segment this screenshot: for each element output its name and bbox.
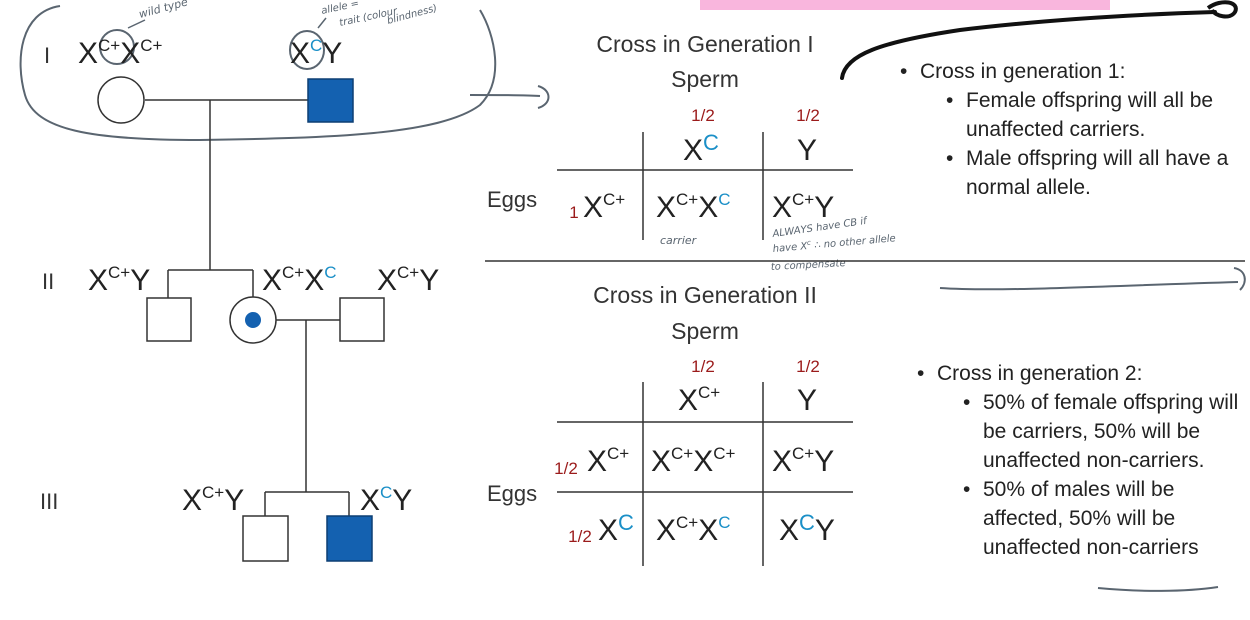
generation-label-2: II [42, 269, 54, 294]
cross1-grid [557, 132, 853, 240]
note-carrier: carrier [660, 234, 698, 247]
gen3-unaffected-male-symbol [242, 515, 289, 562]
circled-generation-one [19, 5, 497, 142]
cross1-sperm-frac-1: 1/2 [691, 106, 715, 125]
notes-gen1-heading: Cross in generation 1: Female offspring … [900, 57, 1230, 202]
gen1-affected-male-symbol [307, 78, 354, 123]
pen-stroke-hook [1206, 0, 1238, 19]
carrier-dot [245, 312, 261, 328]
generation-label-3: III [40, 489, 58, 514]
gen3-affected-male-symbol [326, 515, 373, 562]
cross2-title: Cross in Generation II [593, 282, 817, 308]
genotype-gen1-male: XCY [290, 36, 342, 70]
highlight-band [700, 0, 1110, 10]
notes-generation-2: Cross in generation 2: 50% of female off… [917, 359, 1247, 562]
cross2-cell-noncarrier-female: XC+XC+ [651, 444, 736, 478]
cross1-egg-frac: 1 [569, 203, 578, 222]
genotype-gen3-left-male: XC+Y [182, 483, 244, 517]
genotype-gen2-left-male: XC+Y [88, 263, 150, 297]
cross2-eggs-label: Eggs [487, 481, 537, 506]
pen-stroke-top [840, 10, 1217, 80]
cross1-sperm-allele-y: Y [797, 134, 817, 167]
genotype-gen2-carrier-female: XC+XC [262, 263, 337, 297]
cross1-sperm-allele-xc: XC [683, 130, 719, 167]
cross2-egg-frac-2: 1/2 [568, 527, 592, 546]
genotype-gen3-affected-male: XCY [360, 483, 412, 517]
cross2-sperm-label: Sperm [671, 318, 739, 344]
cross2-cell-unaffected-male: XC+Y [772, 444, 834, 478]
cross1-sperm-frac-2: 1/2 [796, 106, 820, 125]
gen2-mate-male-symbol [339, 297, 385, 342]
cross1-sperm-label: Sperm [671, 66, 739, 92]
genotype-gen2-right-male: XC+Y [377, 263, 439, 297]
cross1-title: Cross in Generation I [596, 31, 813, 57]
notes-gen1-item: Female offspring will all be unaffected … [946, 86, 1230, 144]
cross1-cell-male: XC+Y [772, 190, 834, 224]
pedigree-lines [145, 99, 350, 516]
note-wild-type: wild type [137, 0, 189, 21]
cross2-egg-frac-1: 1/2 [554, 459, 578, 478]
arrow-to-cross1 [469, 94, 541, 97]
cross1-eggs-label: Eggs [487, 187, 537, 212]
notes-gen2-item: 50% of males will be affected, 50% will … [963, 475, 1247, 562]
cross2-egg-allele-2: XC [598, 510, 634, 547]
genotype-gen1-female: XC+XC+ [78, 36, 163, 70]
cross2-sperm-frac-1: 1/2 [691, 357, 715, 376]
cross1-egg-allele: XC+ [583, 190, 625, 224]
arrow-to-notes2-head [1233, 267, 1246, 291]
cross2-cell-affected-male: XCY [779, 510, 835, 547]
notes-gen2-item: 50% of female offspring will be carriers… [963, 388, 1247, 475]
gen2-male-symbol [146, 297, 192, 342]
notes-gen1-item: Male offspring will all have a normal al… [946, 144, 1230, 202]
notes-gen2-heading: Cross in generation 2: 50% of female off… [917, 359, 1247, 562]
arrow-to-cross1-head [537, 85, 550, 109]
cross2-sperm-allele-xc-plus: XC+ [678, 383, 720, 417]
circle-wild-type [99, 29, 135, 65]
cross2-grid [557, 382, 853, 566]
arrow-to-notes2 [939, 281, 1239, 291]
cross2-sperm-allele-y: Y [797, 384, 817, 417]
generation-label-1: I [44, 43, 50, 68]
cross2-sperm-frac-2: 1/2 [796, 357, 820, 376]
note-always-3: to compensate [771, 258, 846, 273]
underline-non-carriers [1097, 586, 1219, 592]
cross2-egg-allele-1: XC+ [587, 444, 629, 478]
notes-generation-1: Cross in generation 1: Female offspring … [900, 57, 1230, 202]
cross1-cell-female: XC+XC [656, 190, 731, 224]
gen1-female-symbol [97, 76, 145, 124]
cross2-cell-carrier-female: XC+XC [656, 513, 731, 547]
circle-allele-c [289, 30, 325, 70]
